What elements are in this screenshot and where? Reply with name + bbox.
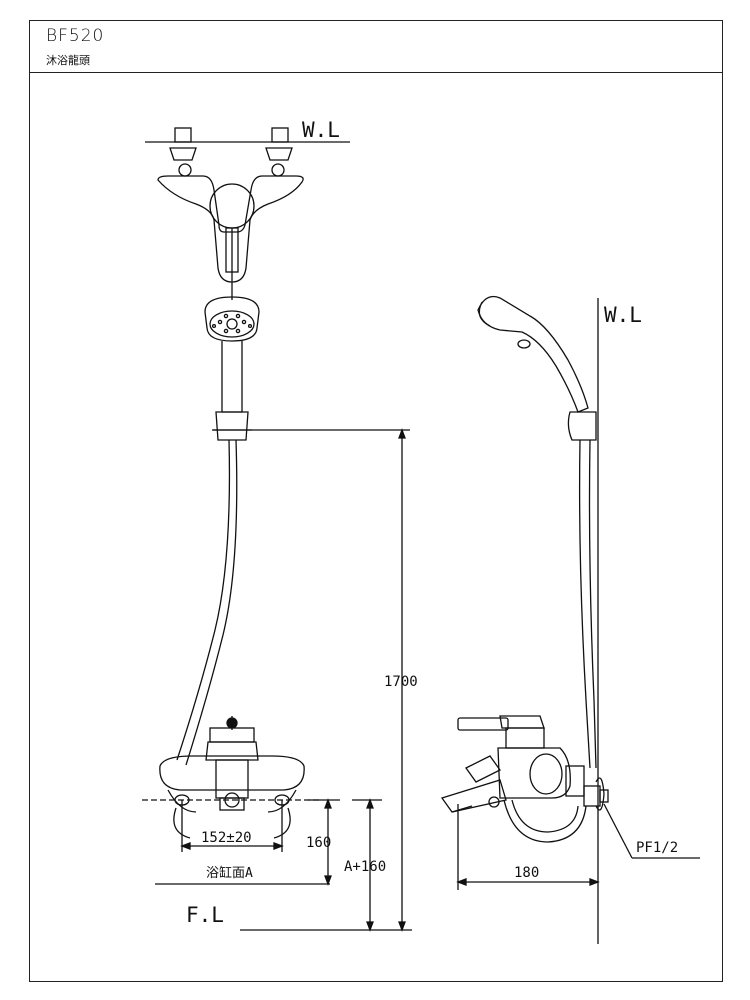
floor-label: F.L	[186, 903, 224, 927]
dim-spacing	[180, 800, 284, 852]
dim-spout-text: 160	[306, 835, 331, 851]
dim-offset	[352, 798, 382, 932]
thread-text: PF1/2	[636, 840, 678, 856]
dim-total	[212, 428, 410, 932]
bathtub-label: 浴缸面A	[206, 865, 253, 881]
wall-bracket	[157, 127, 304, 300]
title-block: BF520 沐浴龍頭	[30, 21, 722, 73]
model-number: BF520	[46, 26, 105, 46]
front-wall-label: W.L	[302, 118, 340, 142]
dim-projection	[456, 804, 600, 890]
dim-spacing-text: 152±20	[201, 830, 252, 846]
front-mixer	[142, 716, 320, 839]
front-view: W.L	[142, 118, 418, 932]
front-shower-head	[204, 296, 260, 441]
product-name: 沐浴龍頭	[46, 54, 90, 67]
side-view: W.L	[440, 295, 700, 944]
side-shower-head	[477, 295, 597, 769]
drawing-frame: BF520 沐浴龍頭	[29, 20, 723, 982]
side-mixer	[440, 715, 609, 843]
dim-total-text: 1700	[384, 674, 418, 690]
dim-projection-text: 180	[514, 865, 539, 881]
dim-spout	[308, 798, 340, 886]
front-hose	[176, 439, 238, 766]
thread-callout	[603, 803, 700, 859]
dim-offset-text: A+160	[344, 859, 386, 875]
side-wall-label: W.L	[604, 303, 642, 327]
